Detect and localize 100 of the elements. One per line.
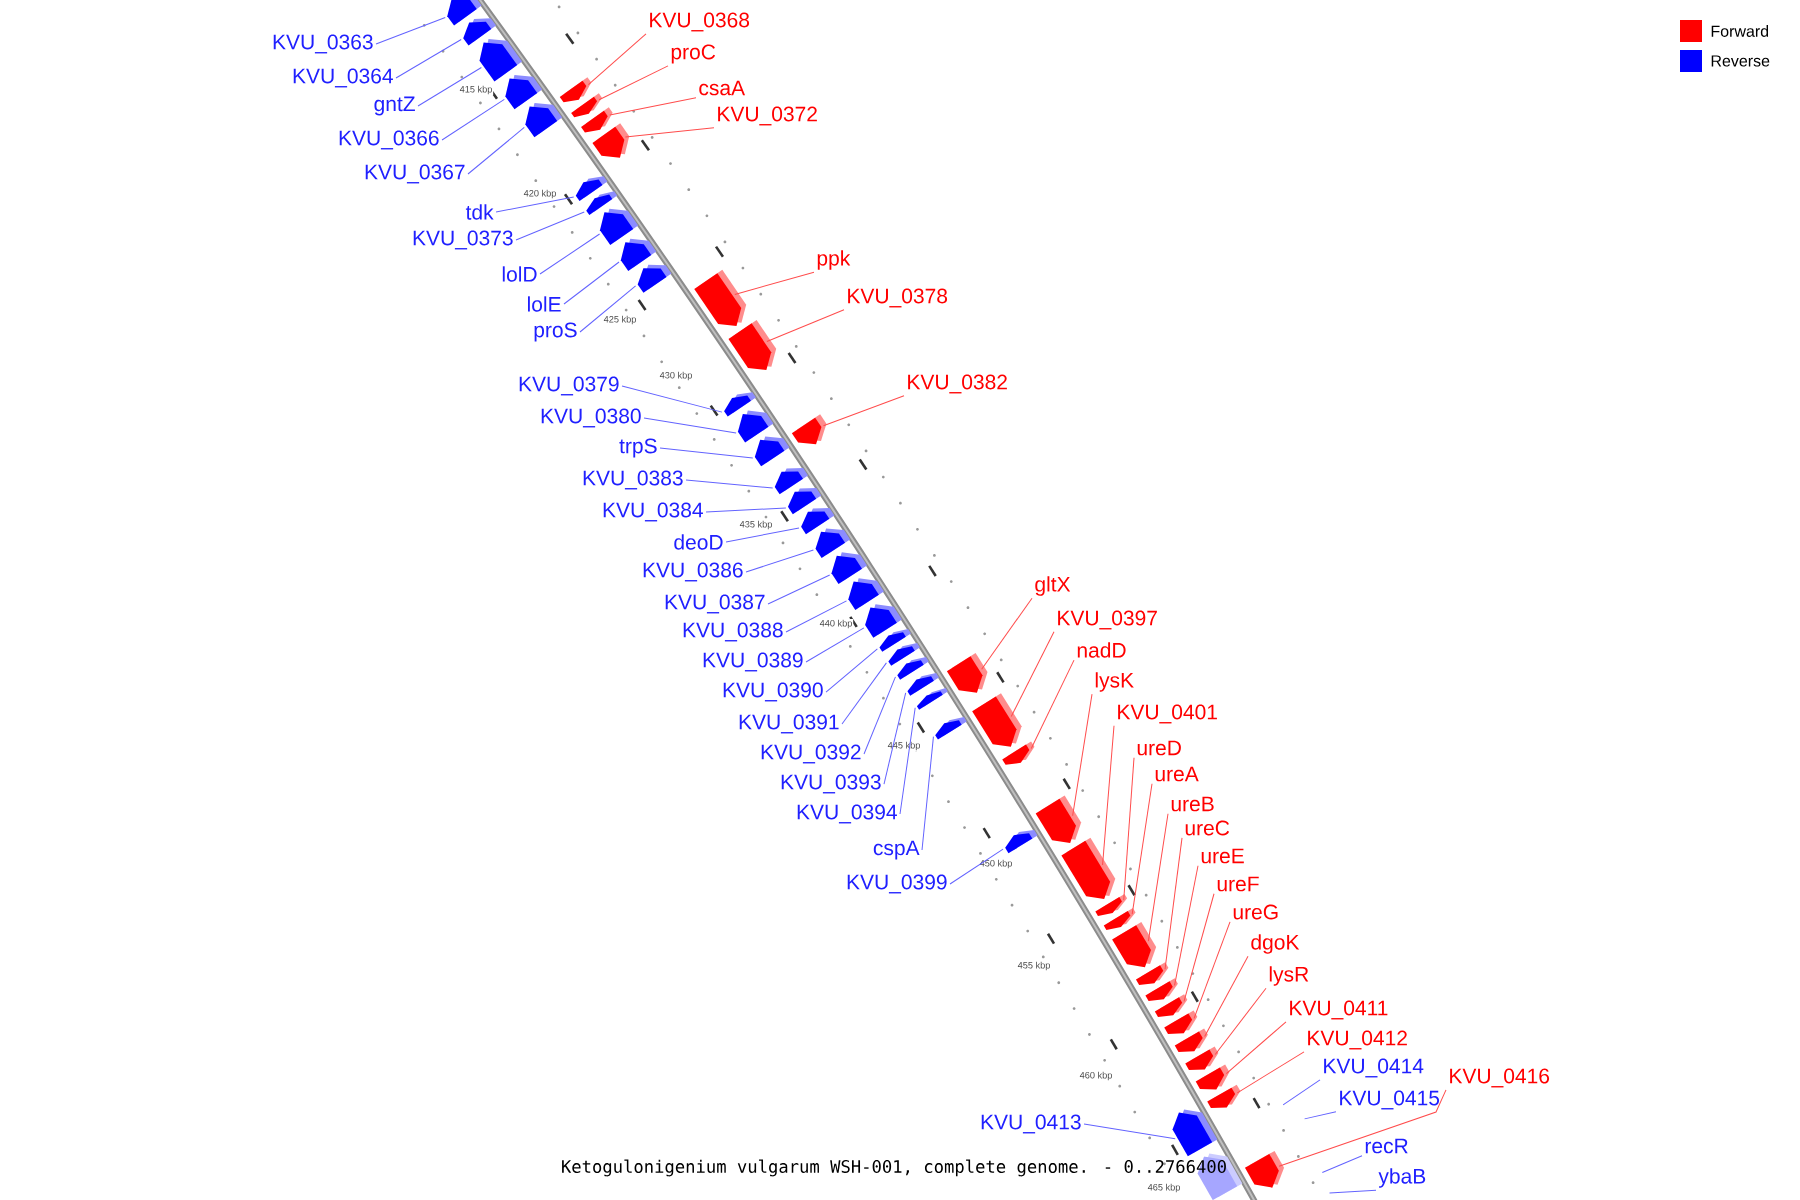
gene-label: recR — [1365, 1138, 1408, 1154]
leader-line — [825, 648, 878, 693]
gene-label: KVU_0386 — [643, 562, 743, 582]
gene-block — [571, 93, 602, 118]
gene-block — [1172, 1109, 1218, 1157]
gene-block — [815, 528, 851, 559]
gene-label: nadD — [1077, 642, 1126, 658]
gene-label: KVU_0363 — [273, 34, 373, 54]
leader-line — [1083, 1123, 1176, 1140]
leader-line — [624, 127, 715, 138]
gene-block — [479, 39, 523, 82]
gene-block — [1244, 1150, 1285, 1188]
leader-line — [1236, 1051, 1305, 1094]
gene-label: KVU_0392 — [761, 744, 861, 764]
caption: Ketogulonigenium vulgarum WSH-001, complete genome. - 0..2766400 — [562, 1159, 1226, 1177]
gene-label: KVU_0389 — [703, 652, 803, 672]
leader-line — [883, 692, 907, 785]
leader-line — [1321, 1155, 1363, 1173]
gene-label: ureD — [1137, 740, 1181, 756]
leader-line — [841, 662, 887, 725]
gene-block — [831, 552, 868, 585]
gene-label: lysR — [1269, 966, 1309, 986]
leader-line — [1147, 813, 1169, 942]
leader-line — [441, 98, 505, 141]
gene-block — [694, 269, 747, 327]
legend-label: Reverse — [1711, 55, 1770, 67]
leader-line — [823, 395, 905, 427]
gene-label: KVU_0373 — [413, 230, 513, 250]
gene-label: KVU_0414 — [1324, 1058, 1424, 1078]
leader-line — [745, 549, 814, 573]
leader-line — [1123, 757, 1135, 901]
leader-line — [539, 233, 601, 275]
gene-label: KVU_0394 — [797, 804, 897, 824]
leader-line — [563, 261, 620, 305]
leader-line — [1304, 1111, 1337, 1120]
leader-line — [395, 39, 462, 79]
gene-block — [754, 436, 790, 467]
leader-line — [1174, 865, 1199, 986]
leader-line — [495, 196, 575, 213]
gene-label: KVU_0364 — [293, 68, 393, 88]
leader-line — [1329, 1189, 1377, 1194]
leader-line — [921, 736, 934, 851]
gene-label: KVU_0368 — [650, 12, 750, 32]
gene-block — [1174, 1028, 1208, 1052]
gene-label: ureB — [1171, 796, 1214, 812]
gene-label: ureA — [1155, 766, 1199, 782]
leader-line — [375, 17, 446, 45]
leader-line — [1030, 659, 1075, 750]
leader-line — [609, 97, 697, 116]
gene-label: KVU_0378 — [848, 288, 948, 308]
leader-line — [899, 707, 916, 815]
gene-label: gntZ — [374, 96, 415, 116]
gene-label: KVU_0383 — [583, 470, 683, 490]
leader-line — [1278, 1089, 1447, 1167]
leader-line — [1183, 893, 1215, 1002]
gene-block — [581, 107, 613, 133]
gene-block — [1061, 837, 1116, 900]
gene-block — [1005, 830, 1038, 854]
gene-block — [463, 18, 497, 46]
gene-block — [916, 688, 948, 710]
gene-block — [447, 0, 482, 26]
leader-line — [685, 479, 774, 489]
gene-label: lolE — [528, 296, 561, 312]
legend-label: Forward — [1711, 25, 1769, 37]
gene-label: KVU_0388 — [683, 622, 783, 642]
gene-block — [620, 238, 657, 271]
gene-label: tdk — [465, 204, 494, 220]
leader-line — [863, 676, 896, 755]
gene-block — [728, 320, 777, 371]
leader-line — [767, 574, 831, 605]
gene-block — [1035, 795, 1082, 843]
leader-line — [417, 67, 482, 107]
gene-label: KVU_0367 — [365, 164, 465, 184]
gene-block — [946, 653, 988, 693]
gene-label: cspA — [873, 840, 920, 860]
leader-line — [1010, 631, 1055, 717]
gene-block — [848, 578, 884, 610]
gene-label: KVU_0366 — [339, 130, 439, 150]
gene-label: KVU_0372 — [718, 106, 817, 126]
gene-block — [907, 673, 939, 696]
gene-label: ureE — [1201, 848, 1244, 864]
leader-line — [621, 385, 723, 413]
gene-label: ureG — [1233, 904, 1278, 920]
leader-line — [587, 33, 647, 86]
gene-block — [1103, 908, 1136, 930]
gene-label: KVU_0416 — [1450, 1068, 1550, 1088]
gene-label: KVU_0393 — [781, 774, 881, 794]
leader-line — [785, 600, 848, 633]
gene-label: lysK — [1095, 672, 1134, 692]
gene-label: trpS — [619, 438, 657, 458]
gene-label: KVU_0413 — [981, 1114, 1081, 1134]
leader-line — [467, 126, 525, 175]
gene-block — [525, 102, 563, 138]
leader-line — [805, 627, 865, 663]
gene-label: gltX — [1035, 576, 1071, 596]
gene-label: KVU_0411 — [1290, 1000, 1388, 1020]
leader-line — [643, 417, 737, 434]
gene-block — [1185, 1046, 1219, 1070]
gene-label: KVU_0382 — [908, 374, 1007, 394]
gene-block — [1154, 994, 1188, 1017]
